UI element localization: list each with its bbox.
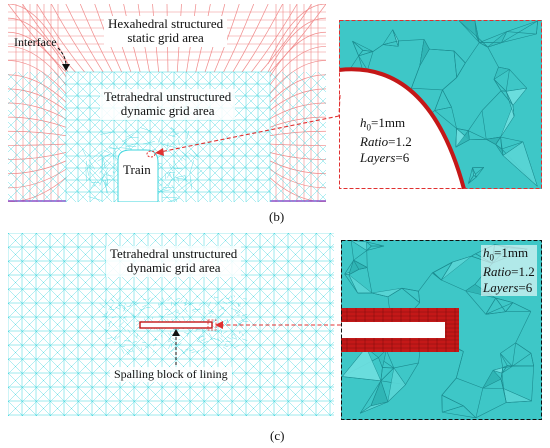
spalling-block-shape (139, 321, 213, 329)
panel-b-inset-params: h0=1mm Ratio=1.2 Layers=6 (360, 115, 412, 166)
train-shape (117, 149, 159, 202)
tetra-grid-label-c-line2: dynamic grid area (126, 260, 221, 276)
inset-b-train-region (339, 69, 464, 189)
ratio-param-b: Ratio=1.2 (360, 133, 412, 149)
panel-b-inset (339, 20, 542, 189)
tetra-grid-label-b-line2: dynamic grid area (120, 103, 215, 119)
interface-label: Interface (14, 35, 57, 49)
spalling-block-label: Spalling block of lining (110, 367, 232, 383)
panel-b-inset-graphic (339, 20, 542, 189)
tetra-grid-label-b-line1: Tetrahedral unstructured (104, 89, 232, 104)
hexa-grid-label: Hexahedral structured static grid area (104, 16, 228, 47)
block-pointer-arrowhead (172, 329, 180, 336)
ratio-param-c: Ratio=1.2 (483, 263, 535, 279)
train-label: Train (123, 162, 151, 177)
h0-param-b: h0=1mm (360, 115, 406, 133)
layers-param-c: Layers=6 (483, 280, 533, 296)
tetra-grid-label-c: Tetrahedral unstructured dynamic grid ar… (106, 246, 242, 277)
layers-param-b: Layers=6 (360, 150, 410, 166)
boundary-layer-b (339, 67, 466, 189)
hexa-grid-label-line2: static grid area (127, 30, 204, 46)
zoom-marker-c (207, 319, 217, 331)
inset-c-frame (341, 240, 542, 420)
h0-param-c: h0=1mm (483, 245, 529, 263)
tetra-grid-label-c-line1: Tetrahedral unstructured (110, 246, 238, 261)
tetra-grid-label-b: Tetrahedral unstructured dynamic grid ar… (100, 89, 236, 120)
caption-b: (b) (269, 209, 285, 224)
panel-c-inset-params: h0=1mm Ratio=1.2 Layers=6 (481, 245, 537, 297)
inset-c-block-region (341, 322, 445, 338)
hexa-grid-label-line1: Hexahedral structured (108, 16, 224, 31)
caption-c: (c) (270, 428, 285, 443)
